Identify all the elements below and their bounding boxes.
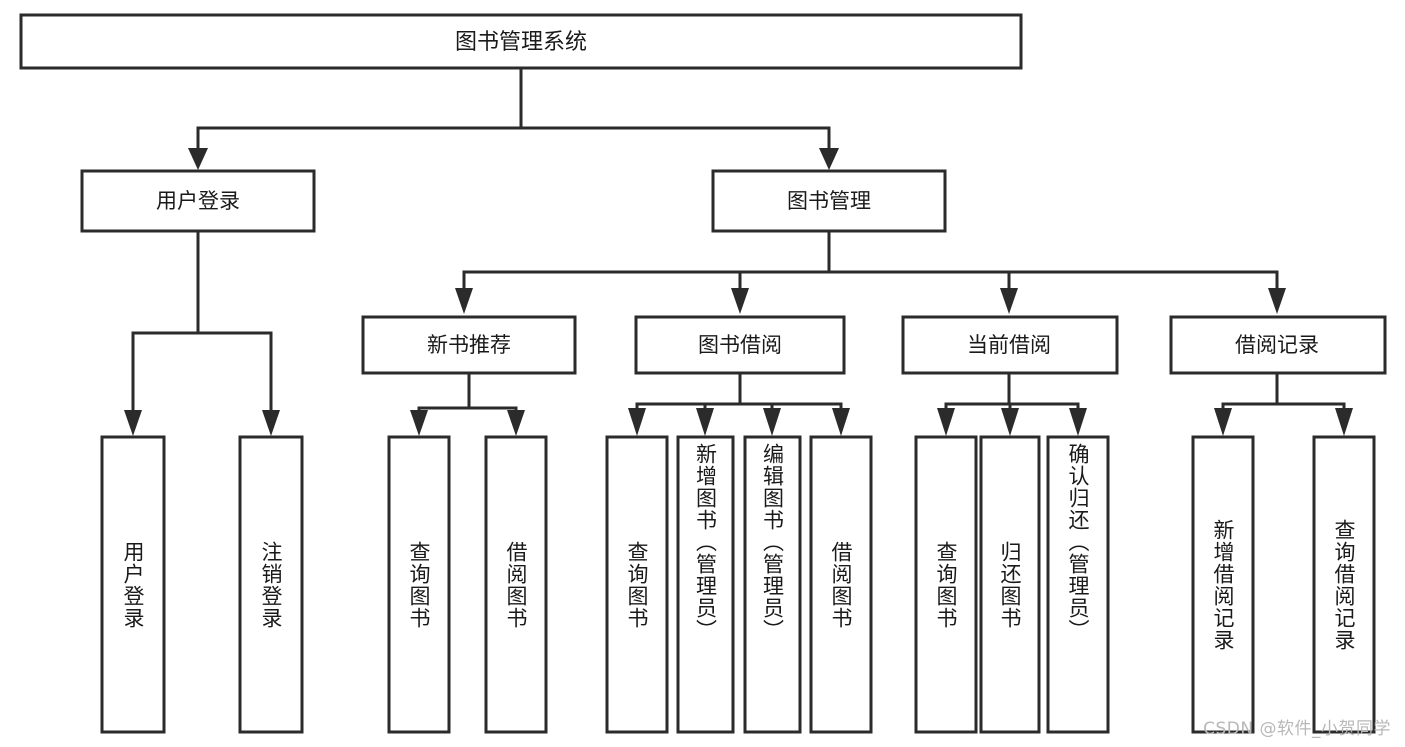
node-box-book-manage[interactable] (711, 169, 947, 233)
arrow-head-icon-leaf-rec-borrow (507, 410, 525, 436)
node-label-book-manage: 图书管理 (787, 189, 871, 213)
connector-group-current-borrow (937, 372, 1087, 436)
arrow-head-icon-leaf-cur-return (1001, 408, 1019, 436)
node-label-root: 图书管理系统 (455, 30, 587, 55)
node-box-leaf-borrow-query[interactable] (605, 435, 669, 734)
arrow-head-icon-leaf-borrow-lend (832, 408, 850, 436)
node-box-user-login[interactable] (80, 169, 316, 233)
arrow-head-icon-leaf-borrow-query (628, 408, 646, 436)
arrow-head-icon-book-borrow (731, 288, 749, 314)
node-box-leaf-user-logout[interactable] (238, 435, 304, 734)
arrow-head-icon-leaf-borrow-edit (763, 408, 781, 436)
node-box-leaf-borrow-edit[interactable] (743, 435, 802, 734)
arrow-head-icon-borrow-record (1268, 288, 1286, 314)
node-root[interactable]: 图书管理系统 (19, 13, 1023, 70)
node-label-book-borrow: 图书借阅 (698, 333, 782, 357)
connector-group-book-manage (455, 230, 1286, 314)
leaf-boxes (100, 435, 1376, 734)
node-box-book-borrow[interactable] (634, 315, 846, 375)
arrow-head-icon-leaf-user-logout (262, 410, 280, 436)
arrow-head-icon-user-login (188, 148, 208, 170)
node-box-new-book-rec[interactable] (361, 315, 577, 375)
node-box-leaf-borrow-add[interactable] (676, 435, 735, 734)
node-label-user-login: 用户登录 (156, 189, 240, 213)
watermark-text: CSDN @软件_小贺同学 (1203, 719, 1391, 739)
node-box-leaf-cur-confirm[interactable] (1046, 435, 1110, 734)
node-box-leaf-cur-return[interactable] (979, 435, 1041, 734)
node-new-book-rec[interactable]: 新书推荐 (361, 315, 577, 375)
node-book-borrow[interactable]: 图书借阅 (634, 315, 846, 375)
node-box-leaf-borrow-lend[interactable] (809, 435, 873, 734)
node-box-leaf-rec-add[interactable] (1191, 435, 1255, 734)
arrow-head-icon-leaf-borrow-add (696, 408, 714, 436)
node-label-borrow-record: 借阅记录 (1235, 333, 1319, 357)
connector-group-user-login (124, 230, 280, 436)
node-box-current-borrow[interactable] (901, 315, 1119, 375)
node-box-leaf-cur-query[interactable] (914, 435, 978, 734)
arrow-head-icon-leaf-user-login (124, 410, 142, 436)
arrow-head-icon-leaf-cur-query (937, 408, 955, 436)
arrow-head-icon-book-manage (819, 148, 839, 170)
node-box-leaf-user-login[interactable] (100, 435, 166, 734)
connector-group-root (188, 66, 839, 170)
node-box-root[interactable] (19, 13, 1023, 70)
node-user-login[interactable]: 用户登录 (80, 169, 316, 233)
node-box-leaf-rec-search[interactable] (1312, 435, 1376, 734)
node-label-new-book-rec: 新书推荐 (427, 333, 511, 357)
arrow-head-icon-leaf-rec-query (410, 410, 428, 436)
connector-group-borrow-record (1214, 372, 1353, 436)
arrow-head-icon-leaf-rec-search (1335, 408, 1353, 436)
node-current-borrow[interactable]: 当前借阅 (901, 315, 1119, 375)
node-box-borrow-record[interactable] (1169, 315, 1387, 375)
arrow-head-icon-current-borrow (1000, 288, 1018, 314)
arrow-head-icon-leaf-cur-confirm (1069, 408, 1087, 436)
node-borrow-record[interactable]: 借阅记录 (1169, 315, 1387, 375)
connector-group-new-book-rec (410, 372, 525, 436)
node-book-manage[interactable]: 图书管理 (711, 169, 947, 233)
node-box-leaf-rec-query[interactable] (387, 435, 451, 734)
arrow-head-icon-new-book-rec (455, 288, 473, 314)
connector-group-book-borrow (628, 372, 850, 436)
arrow-head-icon-leaf-rec-add (1214, 408, 1232, 436)
node-label-current-borrow: 当前借阅 (967, 333, 1051, 357)
node-box-leaf-rec-borrow[interactable] (484, 435, 548, 734)
